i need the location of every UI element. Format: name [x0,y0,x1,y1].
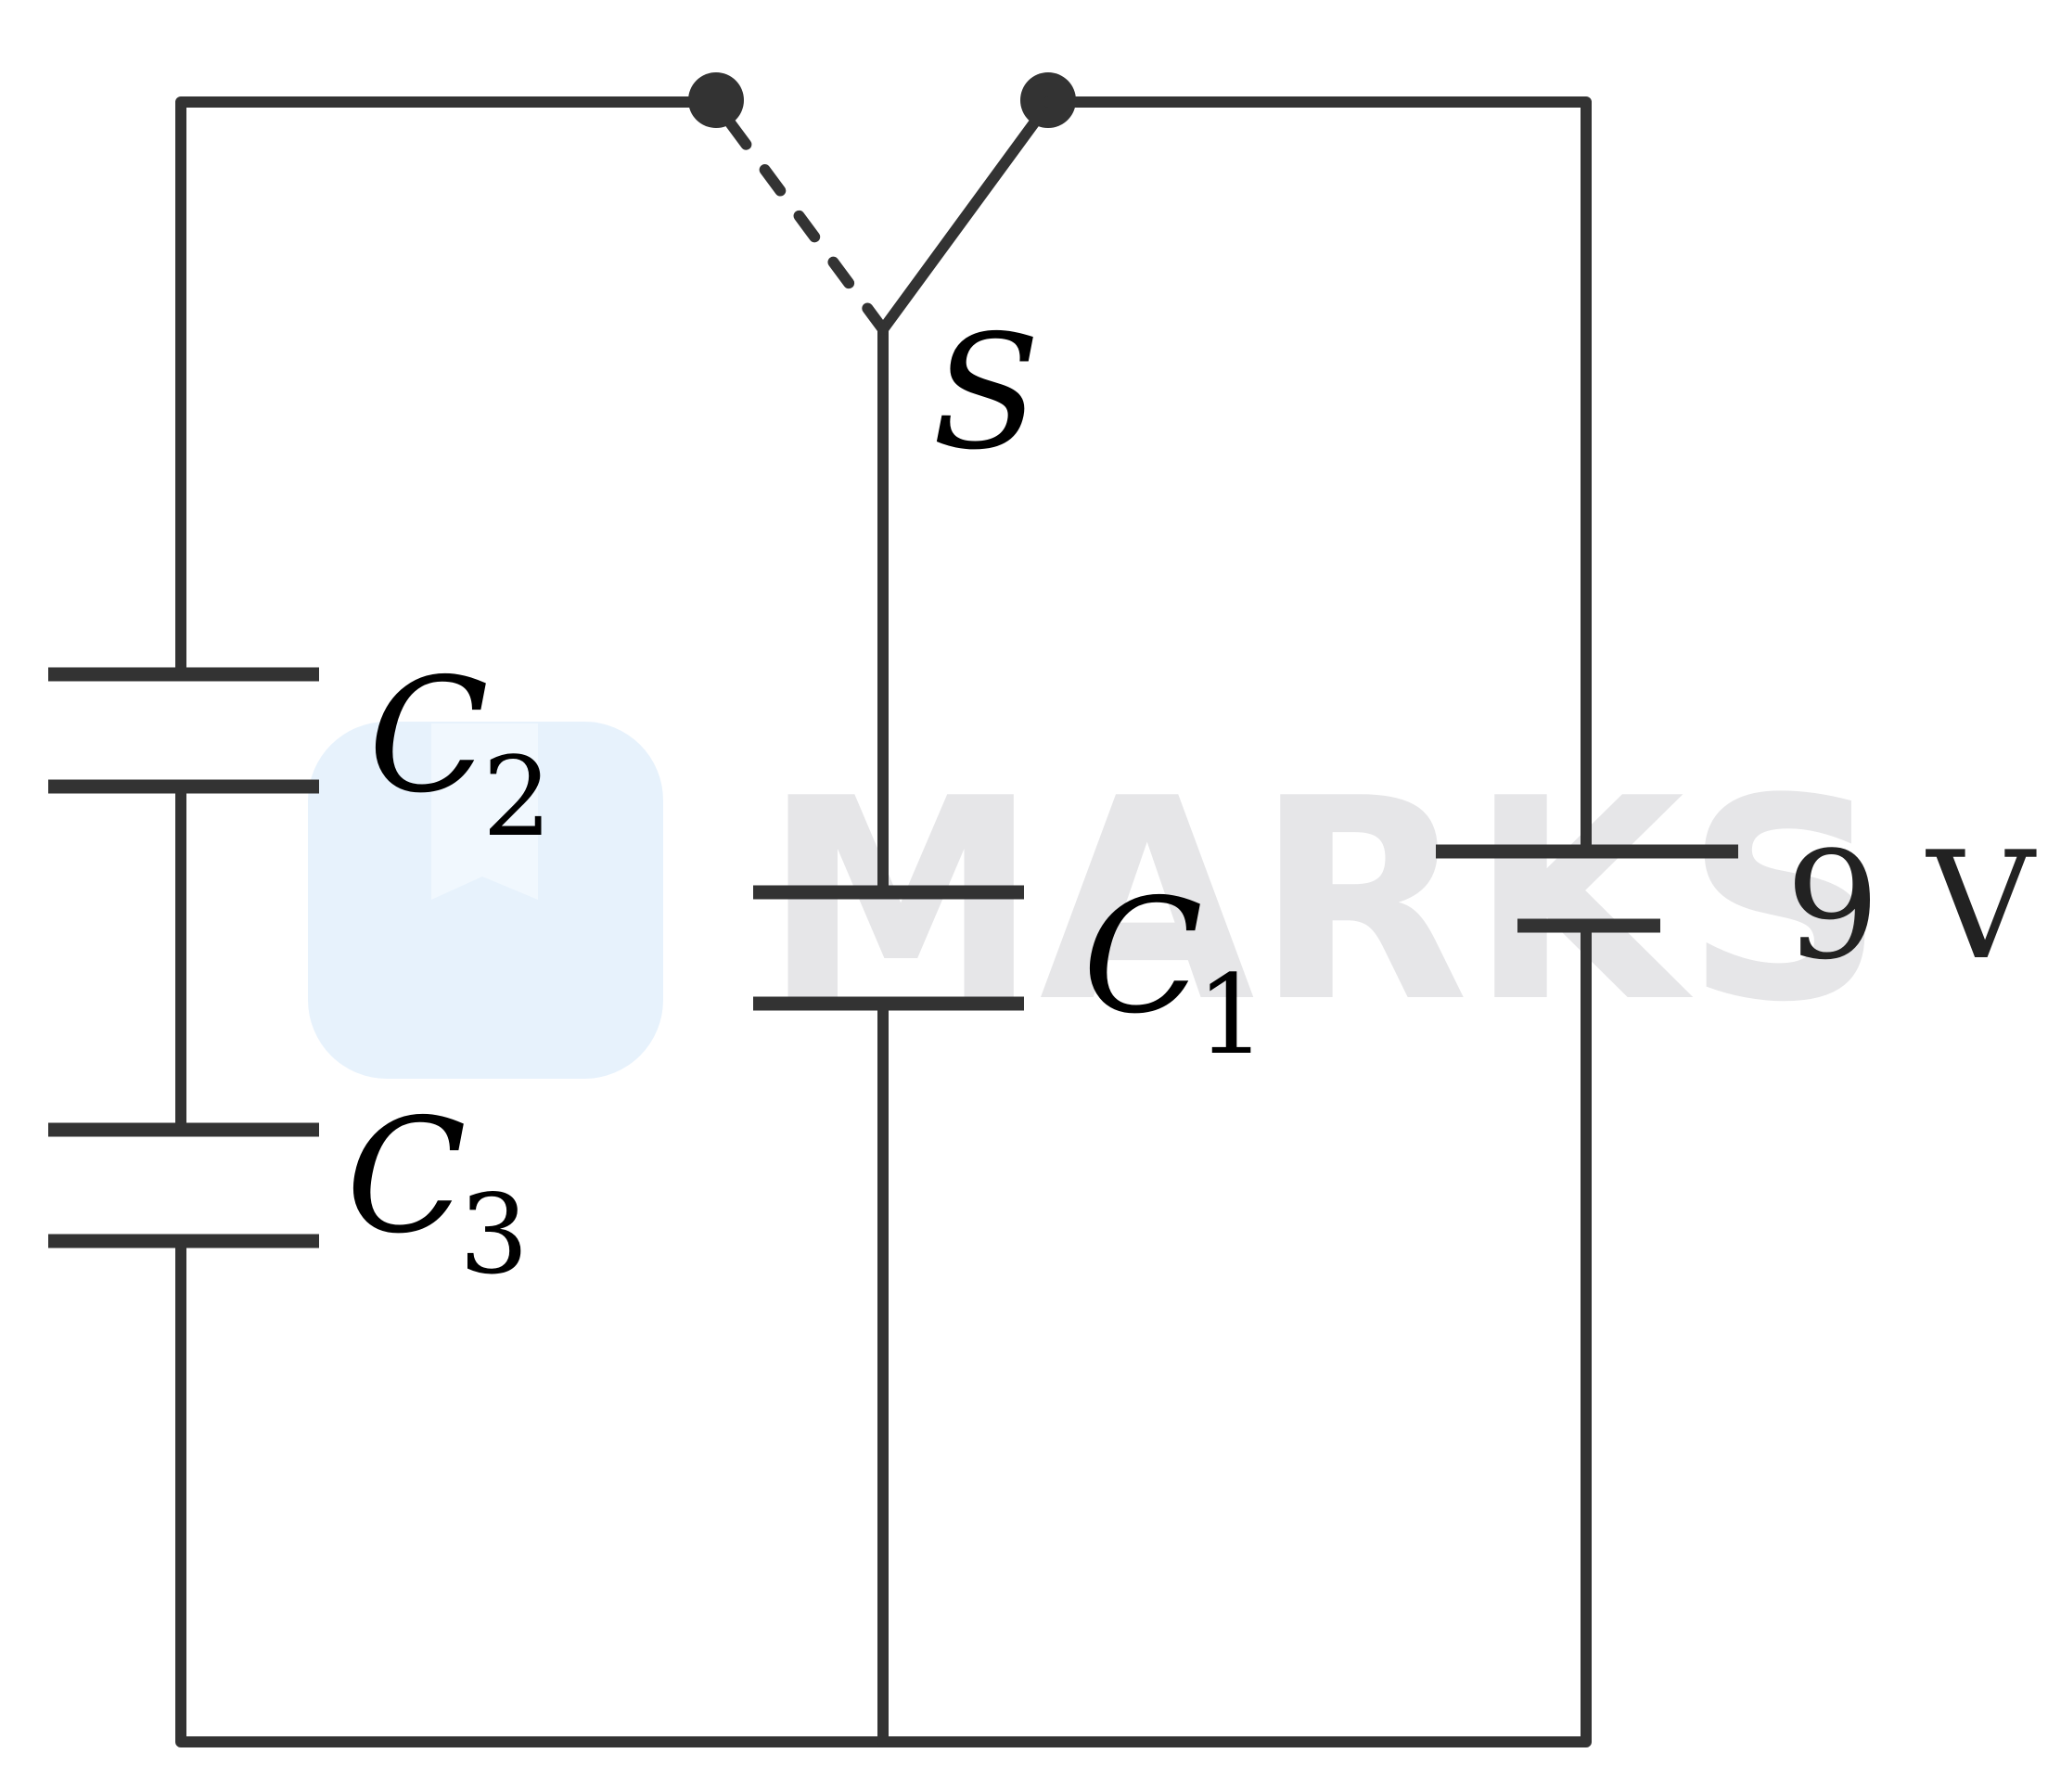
bottom-left-wire [175,1235,889,1747]
label-c1: C [1082,865,1203,1049]
capacitor-c2 [48,667,319,794]
watermark-logo [308,722,663,1079]
label-battery-voltage: 9 V [1786,819,2037,992]
left-branch [48,96,889,1747]
switch-s [688,72,1076,335]
watermark-logo-mark [431,723,538,900]
label-c2-subscript: 2 [482,733,552,861]
label-c3-subscript: 3 [459,1171,529,1299]
labels: S C 2 C 3 C 1 9 V [346,301,2037,1299]
middle-branch [688,72,1076,1747]
label-switch-s: S [932,301,1040,485]
bottom-right-wire [877,920,1592,1747]
label-c1-subscript: 1 [1197,951,1266,1079]
top-left-wire [175,96,699,680]
right-branch [877,96,1738,1747]
capacitor-c1 [753,885,1024,1011]
switch-terminal-left [688,72,744,128]
switch-blade-closed [877,98,1054,335]
watermark-text: MARKS [762,739,1885,1063]
top-right-wire [1043,96,1592,857]
label-c3: C [346,1085,467,1269]
capacitor-c3 [48,1122,319,1248]
battery-9v [1436,844,1738,933]
label-c2: C [368,645,489,828]
switch-blade-open-dashed [710,98,889,335]
